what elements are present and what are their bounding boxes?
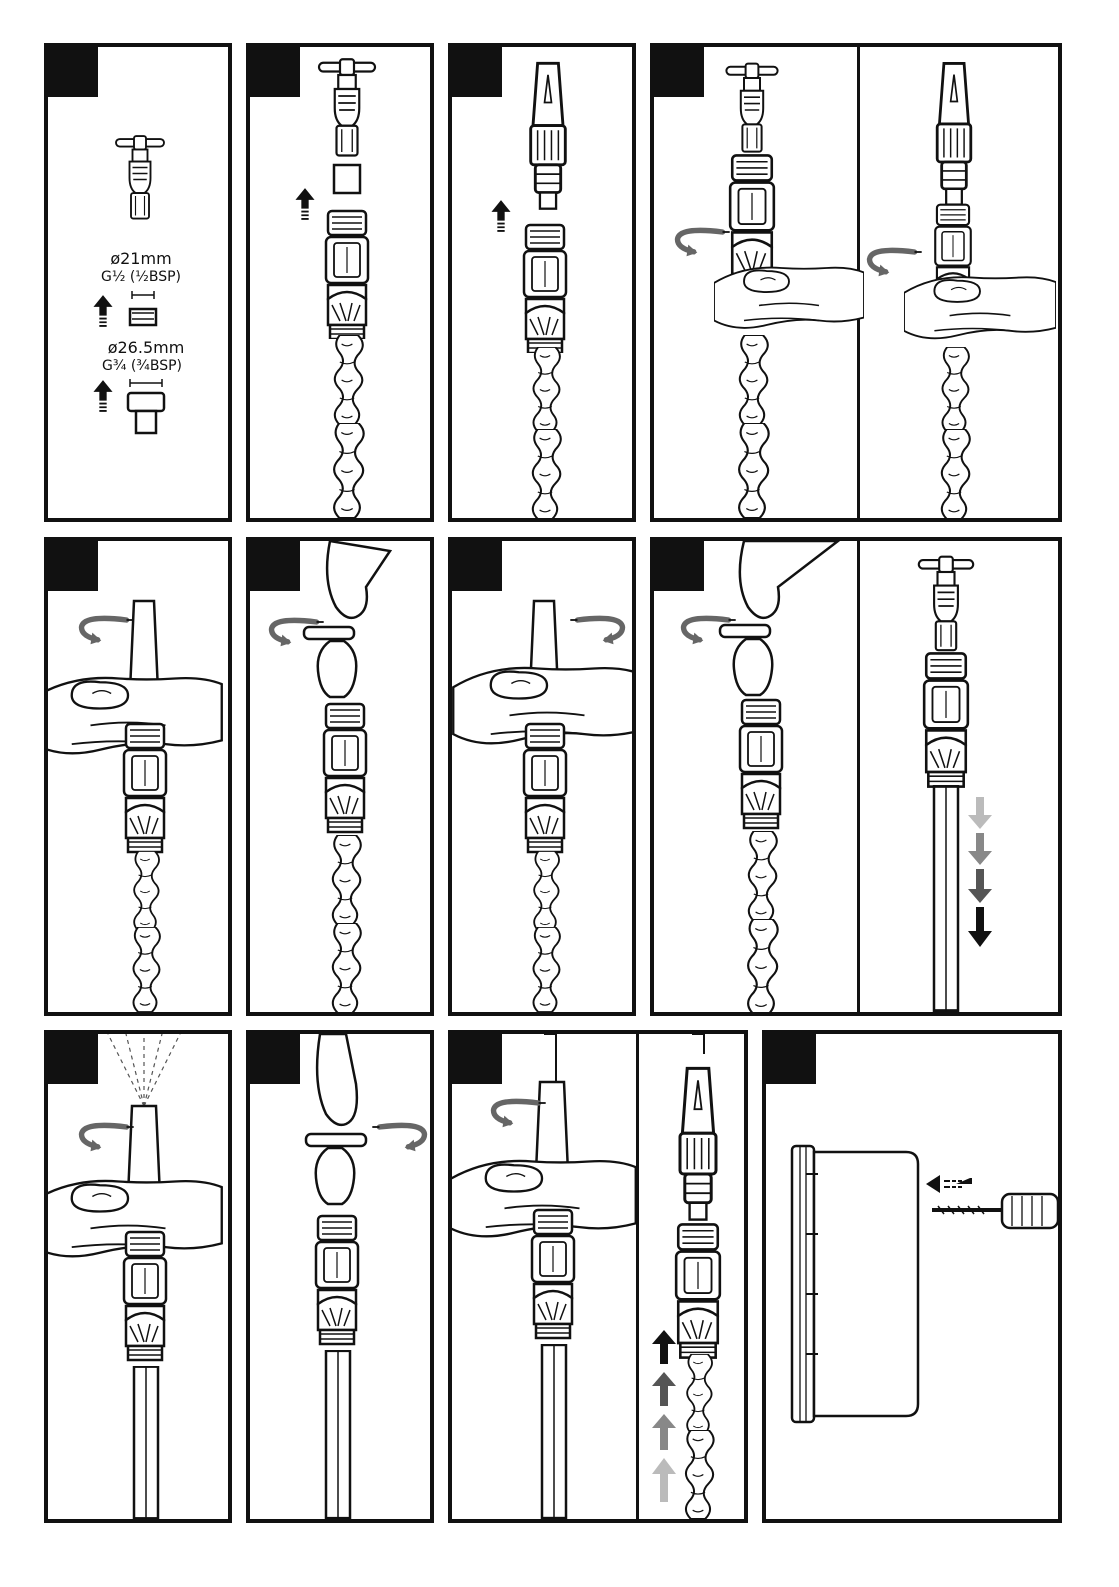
panel-step-12 [762, 1030, 1062, 1523]
step-10-illustration [250, 1034, 430, 1519]
wall-mount-bracket [792, 1146, 918, 1422]
drill-icon [932, 1194, 1058, 1228]
step-3-illustration [452, 47, 632, 518]
panel-step-11 [448, 1030, 748, 1523]
water-spray [108, 1034, 180, 1106]
step-9-illustration [48, 1034, 228, 1519]
step-2-illustration [250, 47, 430, 518]
small-adapter-thread: G½ (½BSP) [86, 268, 196, 286]
panel-step-9 [44, 1030, 232, 1523]
extend-arrows [968, 797, 992, 947]
large-adapter-icon [128, 393, 164, 411]
panel-step-10 [246, 1030, 434, 1523]
panel-step-5 [44, 537, 232, 1016]
panel-step-8 [650, 537, 1062, 1016]
small-adapter-icon [130, 309, 156, 325]
panel-step-7 [448, 537, 636, 1016]
retract-arrows [652, 1330, 676, 1502]
step-11-illustration [452, 1034, 744, 1519]
panel-step-2 [246, 43, 434, 522]
panel-step-4 [650, 43, 1062, 522]
small-adapter-size: ø21mm [96, 250, 186, 268]
panel-step-1: ø21mm G½ (½BSP) ø26.5mm G¾ (¾BSP) [44, 43, 232, 522]
step-12-illustration [766, 1034, 1058, 1519]
step-7-illustration [452, 541, 632, 1012]
large-adapter-thread: G¾ (¾BSP) [86, 357, 198, 375]
large-adapter-size: ø26.5mm [96, 339, 196, 357]
step-8-illustration [654, 541, 1058, 1012]
step-5-illustration [48, 541, 228, 1012]
panel-step-3 [448, 43, 636, 522]
step-4-illustration [654, 47, 1058, 518]
panel-step-6 [246, 537, 434, 1016]
step-6-illustration [250, 541, 430, 1012]
